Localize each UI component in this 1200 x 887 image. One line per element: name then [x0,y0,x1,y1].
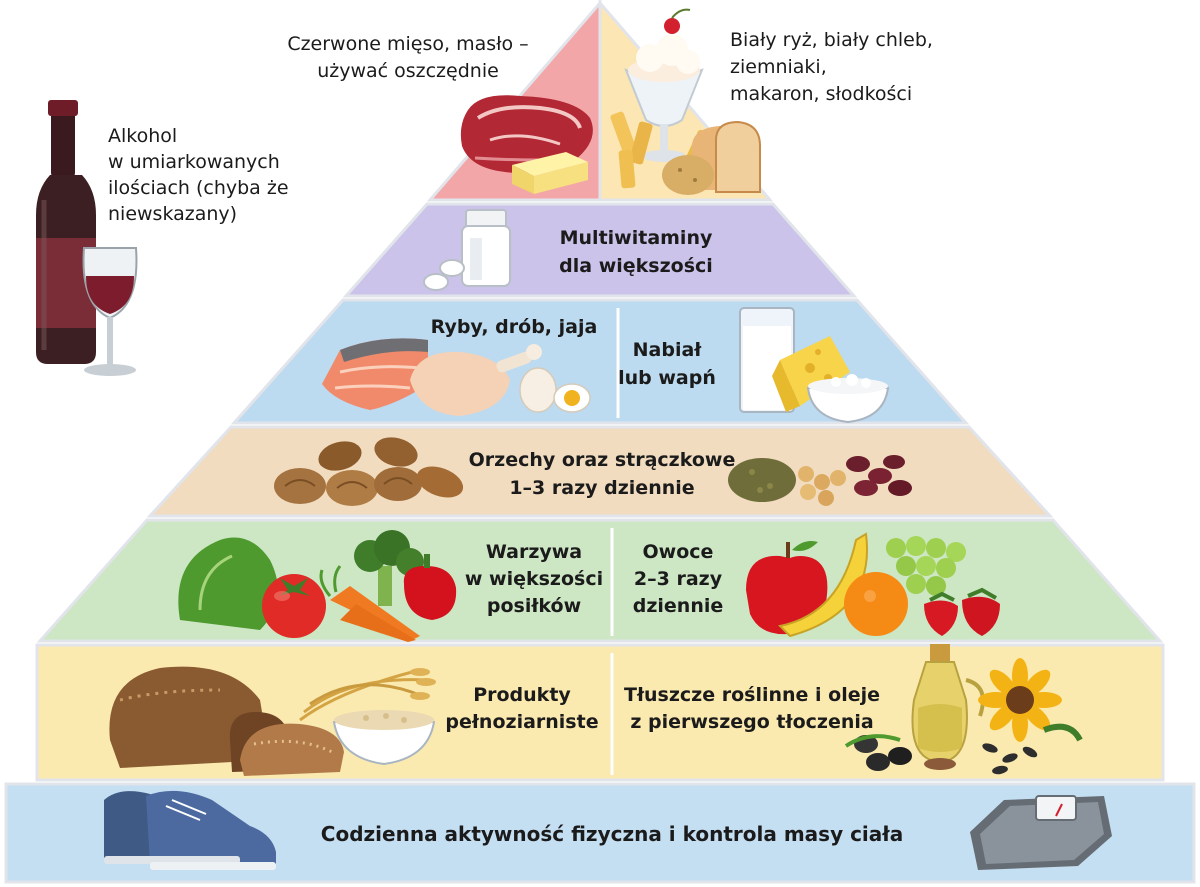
strawberry-icon [924,587,1000,636]
base-label: Codzienna aktywność fizyczna i kontrola … [321,822,903,846]
walnut-icon [274,467,422,506]
grains-label-line-2: pełnoziarniste [445,711,598,733]
oils-label-line-1: Tłuszcze roślinne i oleje [624,684,880,706]
oat-bowl-icon [332,710,436,766]
banana-icon [777,532,868,638]
wheat-icon [299,668,436,722]
beans-icon [846,455,912,496]
pill-bottle-icon [461,209,511,287]
pill-icon [423,259,465,291]
sneakers-icon [104,790,276,870]
chickpeas-icon [798,466,846,506]
protein-left-label: Ryby, drób, jaja [431,316,598,338]
scale-icon [970,795,1112,870]
tier-multivitamins [342,202,858,298]
fruit-label-line-3: dziennie [633,595,724,617]
salmon-icon [322,338,428,410]
vegetables-label-line-3: posiłków [487,595,581,617]
tomato-icon [262,574,326,638]
cottage-cheese-bowl-icon [806,374,890,424]
cheese-icon [772,336,850,412]
almond-icon [318,437,464,498]
lettuce-icon [178,537,278,630]
protein-right-label-line-1: Nabiał [633,339,703,361]
vegetables-label-line-2: w większości [465,568,603,590]
wine-bottle-icon [36,100,96,364]
top-left-label-line-2: używać oszczędnie [317,60,499,82]
top-left-label-line-1: Czerwone mięso, masło – [287,33,528,55]
whole-grain-bread-icon [109,666,344,776]
egg-icon [519,367,591,413]
alcohol-label-line-2: w umiarkowanych [108,151,280,173]
bread-icon [691,120,761,193]
top-right-label-line-3: makaron, słodkości [730,83,912,105]
wine-glass-icon [82,247,138,376]
oils-label-line-2: z pierwszego tłoczenia [630,711,873,733]
alcohol-label-line-4: niewskazany) [108,203,237,225]
oil-bottle-icon [911,644,985,764]
fruit-label-line-1: Owoce [643,541,714,563]
sundae-icon [624,8,704,162]
top-right-label-line-2: ziemniaki, [730,56,827,78]
carrot-icon [319,565,420,642]
tier-base [4,782,1196,884]
sunflower-icon [978,658,1083,742]
olives-icon [844,734,912,771]
nuts-label-line-1: Orzechy oraz strączkowe [469,449,736,471]
multivitamins-label-line-2: dla większości [559,255,713,277]
protein-right-label-line-2: lub wapń [618,367,716,389]
multivitamins-label-line-1: Multiwitaminy [560,227,713,249]
butter-icon [512,152,588,194]
fruit-label-line-2: 2–3 razy [634,568,723,590]
top-right-label-line-1: Biały ryż, biały chleb, [730,29,933,51]
alcohol-label-line-3: ilościach (chyba że [108,177,289,199]
chicken-leg-icon [410,344,542,416]
nuts-label-line-2: 1–3 razy dziennie [509,477,694,499]
alcohol-label-line-1: Alkohol [108,125,177,147]
pepper-icon [403,554,457,620]
grains-label-line-1: Produkty [473,684,571,706]
vegetables-label-line-1: Warzywa [486,541,582,563]
grapes-icon [886,536,966,596]
orange-icon [844,572,908,636]
potato-icon [662,155,714,195]
apple-icon [746,541,828,635]
lentils-icon [728,458,796,502]
seeds-icon [924,743,1038,775]
